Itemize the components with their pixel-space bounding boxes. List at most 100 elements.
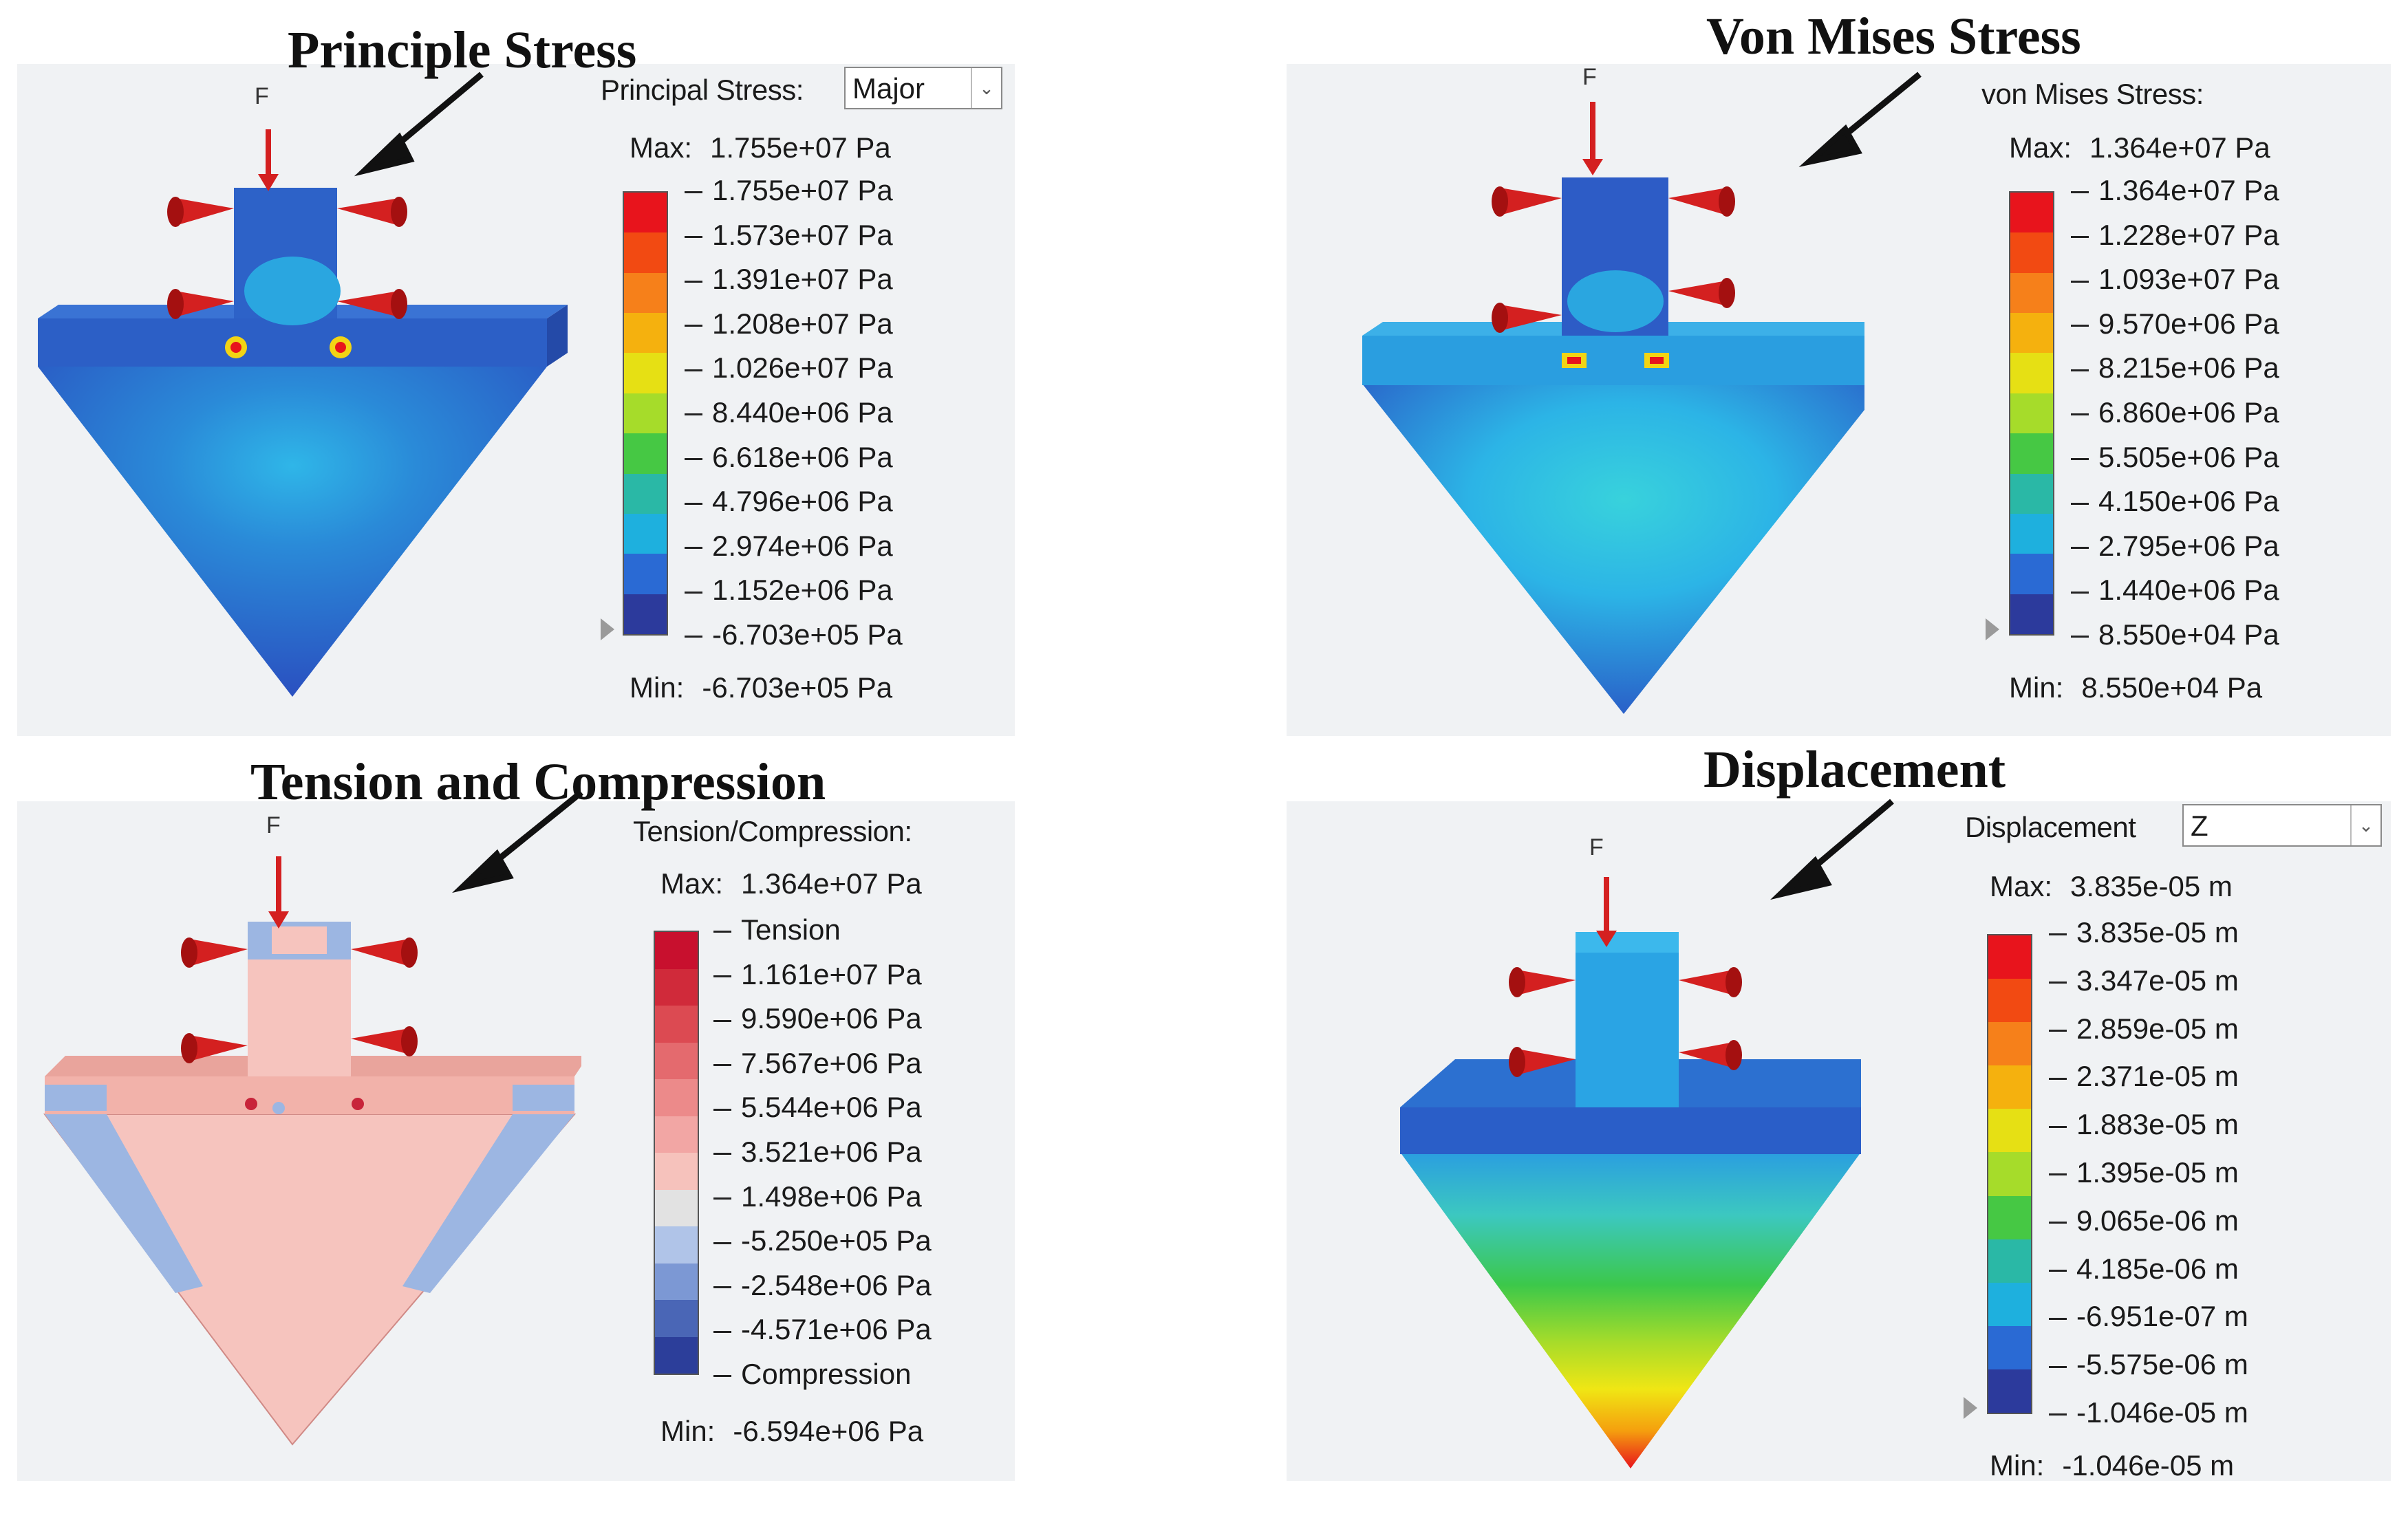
legend-tick-label: 3.521e+06 Pa [741, 1135, 922, 1168]
legend-tick-label: 5.544e+06 Pa [741, 1091, 922, 1124]
legend-tick: 2.974e+06 Pa [685, 529, 903, 562]
legend-tick-label: -5.575e-06 m [2076, 1348, 2248, 1381]
legend-tick-label: 3.835e-05 m [2076, 916, 2239, 948]
legend-tick: 6.618e+06 Pa [685, 440, 903, 473]
legend-tick: 2.859e-05 m [2049, 1014, 2248, 1043]
legend-color-band [2010, 554, 2053, 594]
legend-slider-handle[interactable] [601, 618, 614, 640]
tick-mark [2071, 547, 2089, 550]
legend-tick-label: 1.440e+06 Pa [2098, 574, 2279, 607]
legend-color-band [1988, 1152, 2031, 1196]
legend-tick: 9.570e+06 Pa [2071, 309, 2279, 338]
tick-mark [713, 931, 731, 933]
tick-mark [2071, 636, 2089, 638]
legend-tick: 8.440e+06 Pa [685, 398, 903, 427]
legend-slider-handle[interactable] [1986, 618, 1999, 640]
max-readout: Max:1.755e+07 Pa [630, 131, 891, 164]
legend-color-band [2010, 232, 2053, 273]
legend-color-band [655, 1079, 698, 1116]
legend-color-band [1988, 1325, 2031, 1369]
tick-mark [713, 1019, 731, 1022]
chevron-down-icon[interactable]: ⌄ [2350, 805, 2380, 845]
displacement-direction-dropdown[interactable]: Z ⌄ [2182, 804, 2382, 847]
legend-tick-label: -6.951e-07 m [2076, 1300, 2248, 1333]
legend-color-band [655, 1116, 698, 1153]
max-value: 1.364e+07 Pa [2089, 131, 2270, 164]
legend-color-band [655, 968, 698, 1006]
max-readout: Max:1.364e+07 Pa [2009, 131, 2270, 164]
displacement-model [1400, 877, 1861, 1468]
legend-tick-label: 2.974e+06 Pa [712, 529, 893, 562]
legend-tick-label: 4.185e-06 m [2076, 1252, 2239, 1285]
tick-mark [713, 1153, 731, 1156]
legend-color-band [2010, 193, 2053, 233]
tick-mark [2049, 982, 2067, 984]
legend-color-band [655, 1336, 698, 1374]
color-legend-bar [1987, 934, 2032, 1414]
min-label: Min: [1990, 1449, 2045, 1481]
tick-mark [2071, 191, 2089, 194]
legend-tick: -2.548e+06 Pa [713, 1268, 932, 1301]
legend-color-band [624, 473, 667, 514]
legend-tick-label: -5.250e+05 Pa [741, 1224, 932, 1257]
max-value: 1.364e+07 Pa [741, 867, 922, 900]
legend-tick: 9.065e-06 m [2049, 1206, 2248, 1235]
legend-tick: 4.796e+06 Pa [685, 487, 903, 516]
legend-tick: Tension [713, 915, 932, 944]
legend-tick: 3.521e+06 Pa [713, 1135, 932, 1168]
displacement-label: Displacement [1965, 811, 2136, 843]
min-value: -6.703e+05 Pa [702, 671, 893, 704]
tick-mark [2071, 280, 2089, 283]
max-value: 1.755e+07 Pa [710, 131, 891, 164]
legend-tick-label: 9.065e-06 m [2076, 1204, 2239, 1237]
legend-color-band [624, 232, 667, 273]
legend-tick-label: 1.395e-05 m [2076, 1156, 2239, 1189]
legend-color-band [2010, 353, 2053, 393]
legend-color-band [2010, 433, 2053, 474]
legend-color-band [624, 193, 667, 233]
legend-color-band [2010, 594, 2053, 634]
max-readout: Max:3.835e-05 m [1990, 870, 2233, 903]
dropdown-value: Major [852, 72, 925, 105]
von-mises-title: Von Mises Stress [1706, 8, 2081, 65]
legend-slider-handle[interactable] [1964, 1397, 1977, 1419]
legend-tick: 1.364e+07 Pa [2071, 176, 2279, 205]
legend-tick-label: 6.618e+06 Pa [712, 440, 893, 473]
tick-mark [2049, 1365, 2067, 1368]
tick-mark [2049, 933, 2067, 936]
legend-color-band [655, 1189, 698, 1226]
tension-compression-panel: F Tension/Compression: Max:1.364e+07 Pa … [17, 801, 1015, 1481]
tick-mark [2049, 1222, 2067, 1224]
chevron-down-icon[interactable]: ⌄ [971, 68, 1001, 108]
legend-tick-label: 1.391e+07 Pa [712, 263, 893, 296]
von-mises-model [1362, 102, 1864, 714]
tick-mark [713, 1064, 731, 1067]
legend-tick-label: 7.567e+06 Pa [741, 1046, 922, 1079]
legend-tick: 1.161e+07 Pa [713, 959, 932, 989]
legend-color-band [2010, 393, 2053, 434]
min-label: Min: [2009, 671, 2064, 704]
max-readout: Max:1.364e+07 Pa [660, 867, 922, 900]
legend-color-band [655, 932, 698, 969]
legend-color-band [1988, 935, 2031, 979]
tick-mark [2071, 236, 2089, 238]
legend-tick: 3.347e-05 m [2049, 966, 2248, 995]
legend-tick-label: -2.548e+06 Pa [741, 1268, 932, 1301]
principal-stress-dropdown[interactable]: Major ⌄ [844, 67, 1002, 109]
legend-tick: 1.152e+06 Pa [685, 576, 903, 605]
legend-tick-label: -1.046e-05 m [2076, 1396, 2248, 1429]
legend-tick-label: 6.860e+06 Pa [2098, 395, 2279, 429]
tick-mark [713, 1330, 731, 1333]
force-label: F [1589, 834, 1604, 860]
legend-color-band [1988, 1282, 2031, 1326]
legend-tick: -4.571e+06 Pa [713, 1315, 932, 1344]
legend-color-band [1988, 1369, 2031, 1413]
tick-mark [685, 325, 702, 327]
tick-mark [713, 1286, 731, 1289]
legend-tick: -5.250e+05 Pa [713, 1226, 932, 1255]
legend-color-band [2010, 272, 2053, 314]
legend-tick-label: -6.703e+05 Pa [712, 618, 903, 651]
principal-stress-title: Principle Stress [288, 21, 637, 79]
legend-tick-label: 9.590e+06 Pa [741, 1002, 922, 1035]
